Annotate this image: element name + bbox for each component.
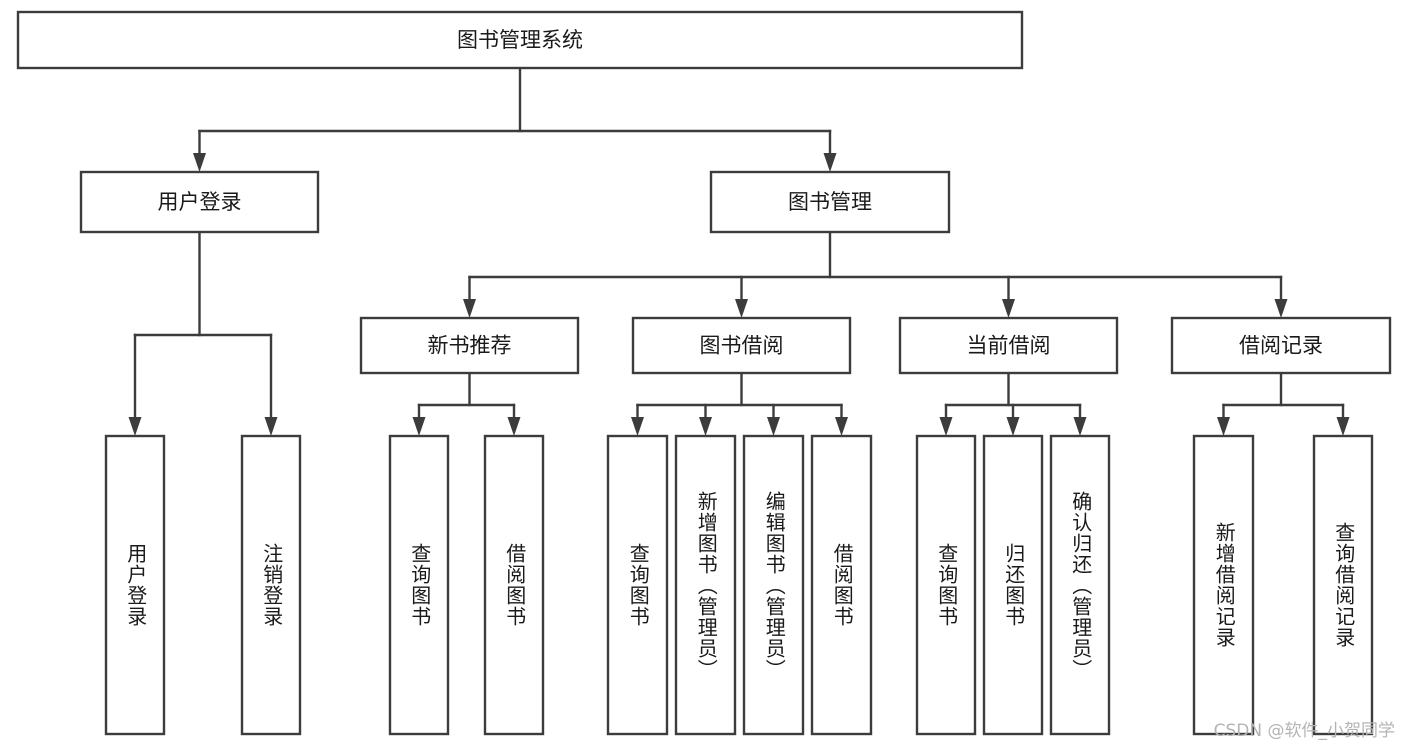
node-box-leaf-user-login	[104, 434, 166, 736]
arrow-head-leaf-add-borrow-record	[1217, 417, 1230, 436]
arrow-head-leaf-query-book-borrow	[631, 417, 644, 436]
node-box-leaf-add-borrow-record	[1192, 434, 1255, 736]
connector-layer	[128, 66, 1350, 436]
arrow-head-leaf-add-book	[699, 417, 712, 436]
arrow-head-leaf-query-book-recommend	[412, 417, 426, 436]
node-box-borrow-record	[1170, 316, 1392, 375]
node-box-leaf-query-book-borrow	[606, 434, 669, 736]
node-label-user-login: 用户登录	[158, 190, 242, 214]
arrow-head-current-borrow	[1002, 299, 1015, 318]
arrow-head-new-book-recommend	[463, 299, 476, 318]
node-box-leaf-query-book-recommend	[388, 434, 450, 736]
node-label-current-borrow: 当前借阅	[967, 334, 1051, 358]
node-box-current-borrow	[898, 316, 1119, 375]
node-box-leaf-return-book	[982, 434, 1044, 736]
node-box-root	[16, 10, 1024, 70]
node-label-book-manage: 图书管理	[788, 190, 872, 214]
node-box-leaf-add-book	[674, 434, 737, 736]
arrow-head-leaf-return-book	[1006, 417, 1020, 436]
arrow-head-leaf-confirm-return	[1073, 417, 1087, 436]
arrow-head-leaf-borrow-book-recommend	[507, 417, 521, 436]
arrow-head-leaf-borrow-book	[835, 417, 848, 436]
node-label-new-book-recommend: 新书推荐	[428, 334, 512, 358]
node-box-leaf-confirm-return	[1049, 434, 1111, 736]
node-box-leaf-borrow-book-recommend	[483, 434, 545, 736]
node-box-new-book-recommend	[359, 316, 580, 375]
node-label-borrow-record: 借阅记录	[1239, 334, 1323, 358]
arrow-head-leaf-edit-book	[767, 417, 780, 436]
node-box-leaf-query-book-current	[915, 434, 977, 736]
arrow-head-book-manage	[823, 153, 837, 172]
arrow-head-book-borrow	[735, 299, 748, 318]
node-label-root: 图书管理系统	[457, 28, 583, 52]
arrow-head-leaf-logout	[264, 417, 278, 436]
node-box-user-login	[79, 170, 320, 234]
node-box-leaf-edit-book	[742, 434, 805, 736]
arrow-head-borrow-record	[1274, 299, 1288, 318]
arrow-head-leaf-query-book-current	[939, 417, 953, 436]
node-box-leaf-logout	[240, 434, 302, 736]
node-label-book-borrow: 图书借阅	[700, 334, 784, 358]
arrow-head-user-login	[193, 153, 206, 172]
node-box-leaf-query-borrow-record	[1312, 434, 1374, 736]
node-box-layer	[16, 10, 1392, 736]
arrow-head-leaf-query-borrow-record	[1336, 417, 1350, 436]
node-box-leaf-borrow-book	[810, 434, 873, 736]
node-box-book-borrow	[631, 316, 852, 375]
node-box-book-manage	[709, 170, 951, 234]
arrow-head-leaf-user-login	[128, 417, 142, 436]
